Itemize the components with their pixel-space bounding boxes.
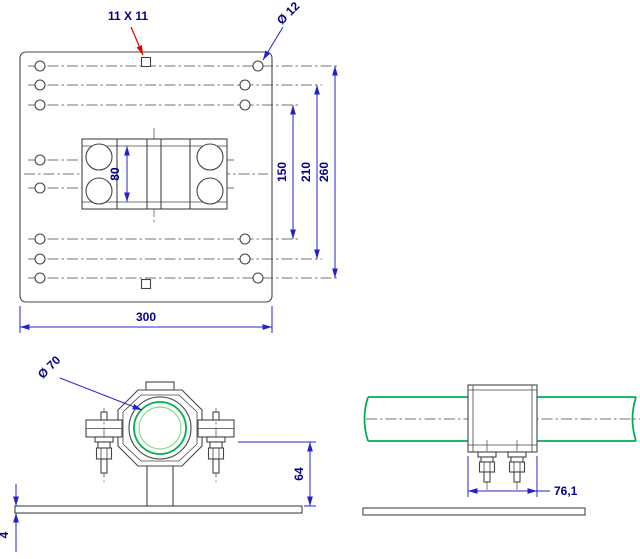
- bolt-shank: [100, 458, 108, 474]
- bolt-washer: [477, 451, 497, 458]
- dimension-text-76-1: 76,1: [554, 484, 578, 498]
- square-hole-bottom: [140, 278, 152, 290]
- dimension-text-300: 300: [136, 310, 156, 324]
- bolt-hole: [252, 272, 264, 284]
- bolt-nut: [95, 447, 113, 460]
- bolt-spring-washer: [510, 456, 524, 463]
- bolt-shank: [212, 458, 220, 474]
- hole-diameter-text: Ø 12: [274, 0, 303, 27]
- bolt-nut: [207, 447, 225, 460]
- dimension-4: 4: [0, 484, 19, 552]
- dimension-text-80: 80: [108, 167, 122, 181]
- clamp-side-view: [467, 384, 538, 490]
- clamp-top-cap: [145, 381, 175, 391]
- bolt-hole: [239, 99, 251, 111]
- dimension-80: 80: [108, 146, 130, 202]
- pipe-end-left: [363, 396, 369, 442]
- bolt-hole: [34, 99, 46, 111]
- dimension-300: 300: [19, 306, 273, 333]
- red-leader-line: [130, 26, 144, 56]
- clamp-bolt-circle: [85, 177, 113, 205]
- bolt-shank: [513, 471, 521, 483]
- bolt-nut: [508, 461, 526, 473]
- bolt-hole: [239, 253, 251, 265]
- square-hole-text: 11 X 11: [108, 9, 148, 23]
- clamp-assembly-top-view: [81, 138, 228, 210]
- bolt-hole: [34, 60, 46, 72]
- bolt-hole: [252, 60, 264, 72]
- dimension-text-210: 210: [299, 162, 313, 182]
- dimension-64: 64: [238, 441, 316, 507]
- bolt-stud: [100, 411, 108, 421]
- clamp-bolt-circle: [196, 177, 224, 205]
- top-view: 80 150 210 260 300 Ø 12 11 X 11: [19, 0, 340, 333]
- pipe-diameter-text: Ø 70: [35, 353, 64, 382]
- clamp-octagon-inner: [122, 394, 198, 462]
- clamp-bolt-back: [507, 440, 527, 490]
- bolt-spring-washer: [480, 456, 494, 463]
- dimension-76-1: 76,1: [467, 456, 578, 498]
- clamp-bore-circle: [128, 396, 192, 460]
- bolt-hole: [34, 253, 46, 265]
- bolt-hole: [239, 233, 251, 245]
- bolt-washer: [507, 451, 527, 458]
- bolt-hole: [34, 272, 46, 284]
- bolt-washer: [94, 436, 114, 443]
- dimension-150: 150: [275, 105, 296, 239]
- bolt-washer: [206, 436, 226, 443]
- pipe-inner-circle: [138, 406, 182, 450]
- clamp-bolt-circle: [85, 143, 113, 171]
- leader-line: [59, 377, 143, 411]
- dimension-text-150: 150: [275, 162, 289, 182]
- dimension-text-64: 64: [292, 467, 306, 481]
- label-square-hole: 11 X 11: [108, 9, 148, 56]
- bolt-hole: [34, 154, 46, 166]
- bolt-stud: [212, 411, 220, 421]
- leader-line: [262, 26, 284, 61]
- clamp-body-side: [467, 384, 538, 453]
- bolt-hole: [34, 182, 46, 194]
- front-view: Ø 70 64 4: [0, 353, 316, 552]
- clamp-bolt-right: [206, 408, 226, 482]
- bolt-spring-washer: [209, 441, 223, 449]
- dimension-260: 260: [317, 66, 338, 278]
- clamp-bolt-front: [477, 440, 497, 490]
- bolt-spring-washer: [97, 441, 111, 449]
- bolt-hole: [34, 79, 46, 91]
- bolt-nut: [478, 461, 496, 473]
- pipe-end-right: [631, 396, 637, 442]
- clamp-bolt-left: [94, 408, 114, 482]
- bolt-hole: [239, 79, 251, 91]
- label-hole-diameter: Ø 12: [262, 0, 303, 61]
- square-hole-top: [140, 56, 152, 68]
- bolt-holes: [34, 60, 264, 284]
- dimension-text-260: 260: [317, 162, 331, 182]
- base-plate-front: [14, 505, 303, 514]
- dimension-text-4: 4: [0, 531, 11, 538]
- clamp-bolt-circle: [196, 143, 224, 171]
- dimension-210: 210: [299, 85, 320, 259]
- bolt-shank: [483, 471, 491, 483]
- base-plate-side: [362, 507, 586, 516]
- pipe-outer-circle: [133, 401, 187, 455]
- side-view: 76,1: [362, 384, 640, 516]
- bolt-hole: [34, 233, 46, 245]
